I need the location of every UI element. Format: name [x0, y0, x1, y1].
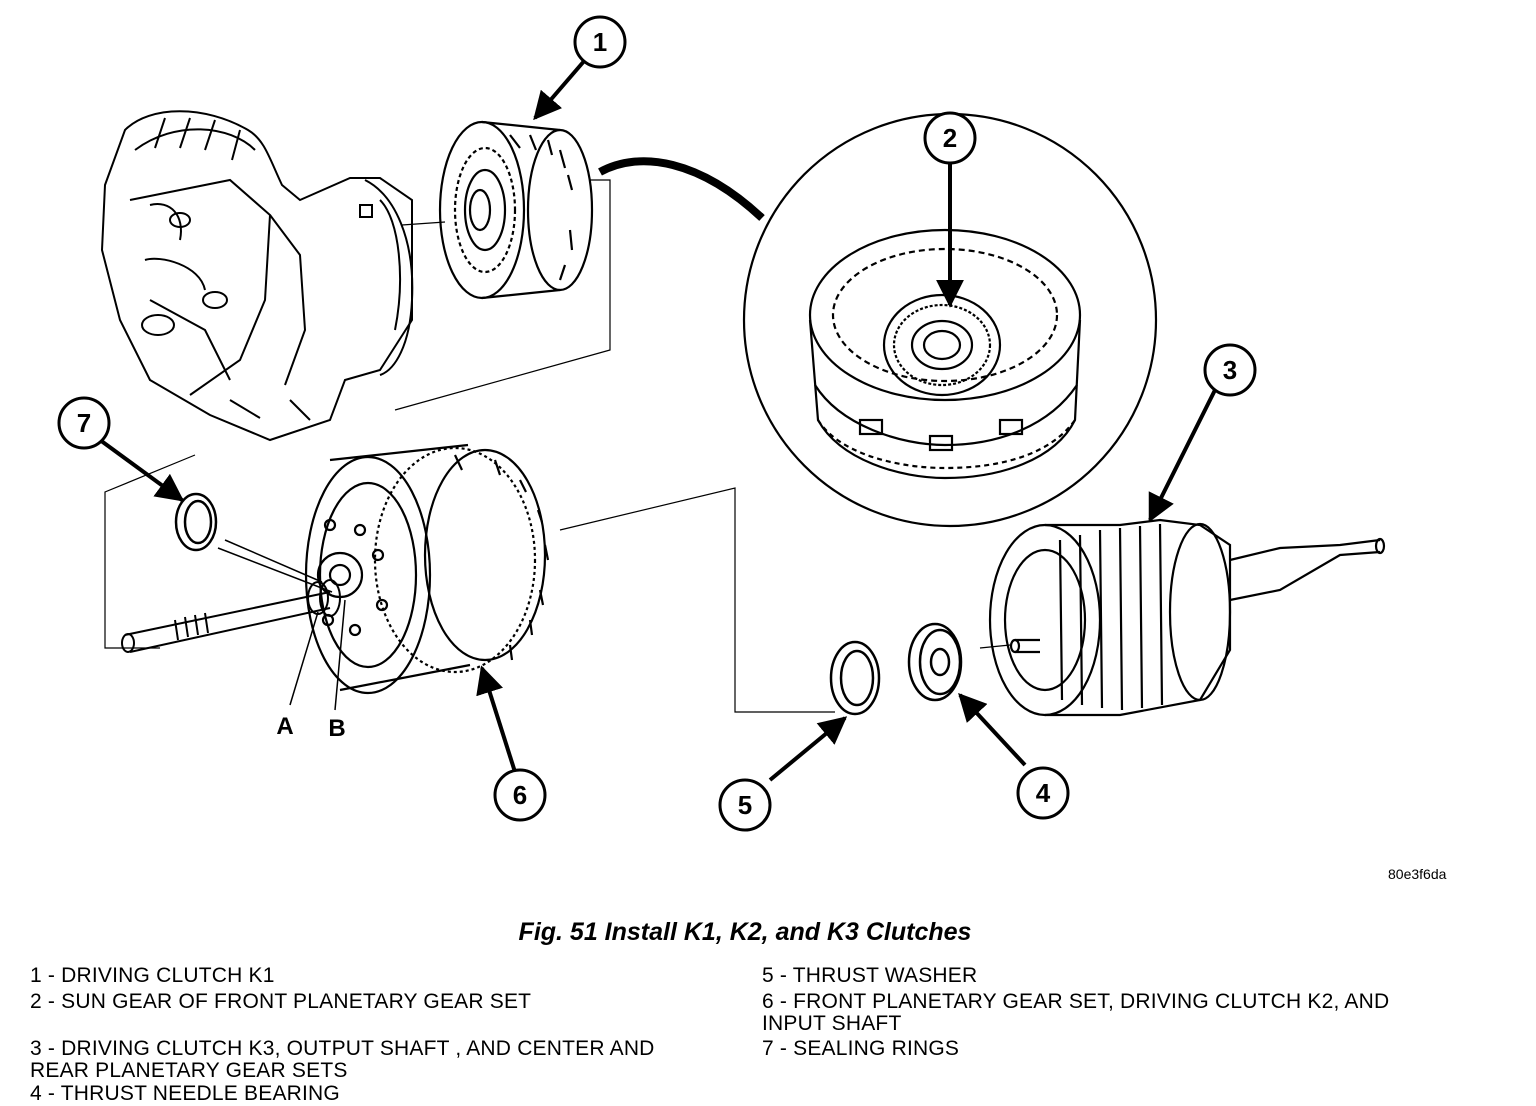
svg-text:4: 4: [1036, 778, 1051, 808]
driving-clutch-k3-output-shaft: [988, 518, 1386, 717]
svg-text:7: 7: [77, 408, 91, 438]
label-b: B: [328, 715, 345, 742]
callout-circle-3: 3: [1203, 343, 1257, 397]
callout-circle-4: 4: [1016, 766, 1070, 820]
callout-circle-5: 5: [718, 778, 772, 832]
thrust-washer: [829, 640, 881, 716]
legend-item-1: 1 - DRIVING CLUTCH K1: [30, 964, 275, 987]
driving-clutch-k1: [438, 120, 594, 300]
transmission-housing: [100, 110, 414, 442]
callout-circle-2: 2: [923, 111, 977, 165]
svg-text:6: 6: [513, 780, 527, 810]
magnifier-connector: [598, 157, 765, 221]
callout-circle-7: 7: [57, 396, 111, 450]
legend-item-5: 5 - THRUST WASHER: [762, 964, 978, 987]
exploded-view-illustration: 1 2 3 4 5 6 7 A B: [57, 15, 1386, 832]
letter-leader-lines: [217, 539, 346, 711]
svg-text:3: 3: [1223, 355, 1237, 385]
legend-item-3-cont: REAR PLANETARY GEAR SETS: [30, 1059, 348, 1082]
front-planetary-gear-set-k2: [304, 443, 550, 695]
svg-text:2: 2: [943, 123, 957, 153]
alignment-lines: [104, 179, 1011, 713]
legend-item-4: 4 - THRUST NEEDLE BEARING: [30, 1082, 340, 1105]
legend-item-6: 6 - FRONT PLANETARY GEAR SET, DRIVING CL…: [762, 990, 1390, 1013]
callout-circle-1: 1: [573, 15, 627, 69]
legend-item-2: 2 - SUN GEAR OF FRONT PLANETARY GEAR SET: [30, 990, 532, 1013]
input-shaft: [121, 579, 341, 653]
figure-caption: Fig. 51 Install K1, K2, and K3 Clutches: [518, 918, 972, 946]
legend-item-7: 7 - SEALING RINGS: [762, 1037, 960, 1060]
legend-item-3: 3 - DRIVING CLUTCH K3, OUTPUT SHAFT , AN…: [30, 1037, 655, 1060]
figure-code: 80e3f6da: [1388, 866, 1447, 882]
label-a: A: [276, 713, 293, 740]
legend-item-6-cont: INPUT SHAFT: [762, 1012, 902, 1035]
sealing-ring: [174, 492, 218, 552]
callout-circle-6: 6: [493, 768, 547, 822]
thrust-needle-bearing: [907, 622, 963, 702]
svg-text:5: 5: [738, 790, 752, 820]
svg-text:1: 1: [593, 27, 607, 57]
callout-arrows: [98, 58, 1217, 782]
